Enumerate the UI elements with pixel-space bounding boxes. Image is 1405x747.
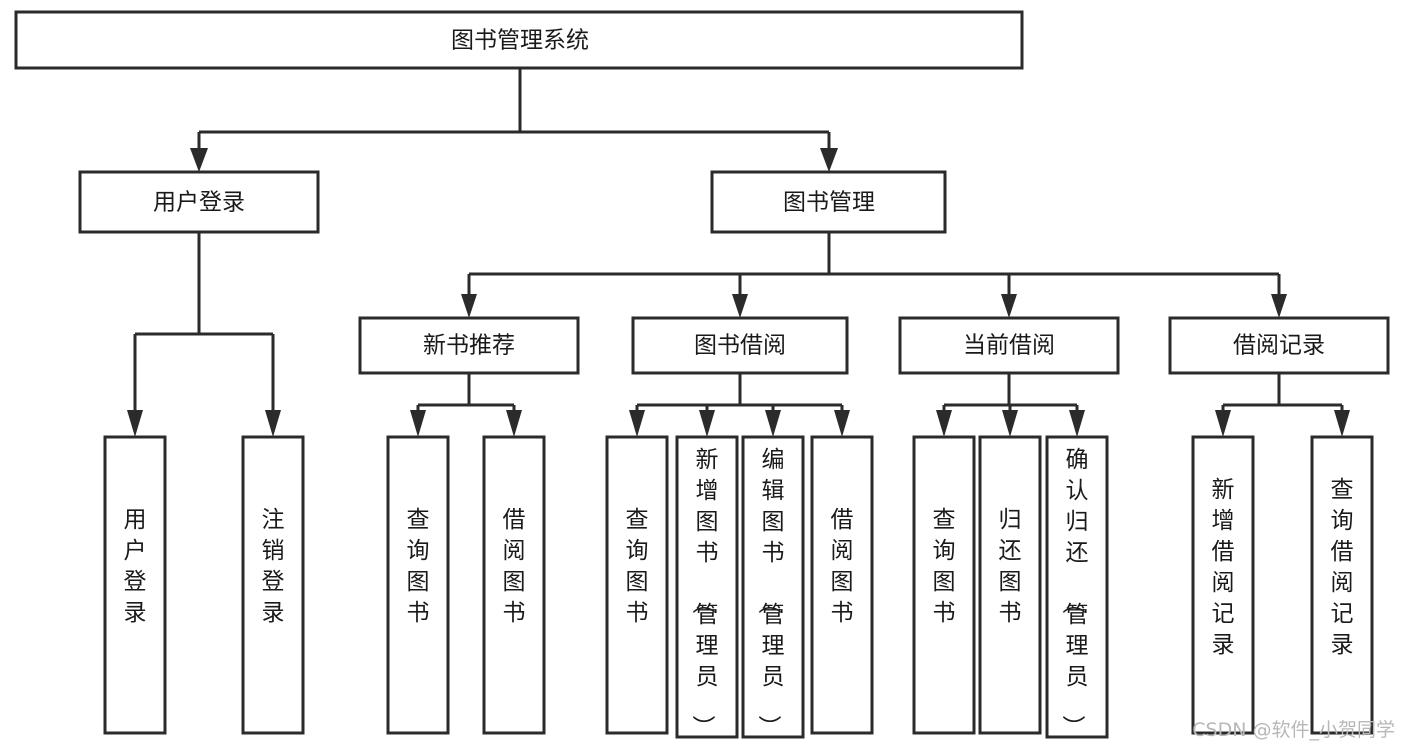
arrow-current-leaf-3 xyxy=(1069,410,1085,437)
leaf-borrow-record-2[interactable]: 查询借阅记录 xyxy=(1310,435,1374,735)
node-new-book-recommend-label: 新书推荐 xyxy=(423,333,515,359)
arrow-borrow-leaf-2 xyxy=(699,410,715,437)
leaf-book-borrow-2-box[interactable] xyxy=(675,435,739,739)
leaf-book-borrow-2-label: 新增图书（管理员） xyxy=(690,447,719,738)
node-root[interactable]: 图书管理系统 xyxy=(14,10,1024,70)
leaf-user-login-2-label: 注销登录 xyxy=(262,507,285,626)
leaf-borrow-record-2-box[interactable] xyxy=(1310,435,1374,735)
node-book-management-label: 图书管理 xyxy=(783,190,875,216)
leaf-book-borrow-3[interactable]: 编辑图书（管理员） xyxy=(741,435,805,739)
leaf-current-borrow-3-label: 确认归还（管理员） xyxy=(1060,447,1089,738)
leaf-book-borrow-4[interactable]: 借阅图书 xyxy=(810,435,874,735)
node-borrow-record-box[interactable] xyxy=(1168,316,1390,375)
leaf-current-borrow-3-box[interactable] xyxy=(1045,435,1109,739)
arrow-user-leaf-1 xyxy=(127,410,143,437)
leaf-current-borrow-2[interactable]: 归还图书 xyxy=(978,435,1042,735)
node-book-management[interactable]: 图书管理 xyxy=(710,170,947,234)
leaf-user-login-1[interactable]: 用户登录 xyxy=(103,435,167,735)
node-current-borrow[interactable]: 当前借阅 xyxy=(898,316,1120,375)
leaf-borrow-record-1-label: 新增借阅记录 xyxy=(1212,477,1235,658)
leaf-user-login-2-box[interactable] xyxy=(241,435,305,735)
leaf-current-borrow-2-box[interactable] xyxy=(978,435,1042,735)
leaf-book-borrow-1[interactable]: 查询图书 xyxy=(605,435,669,735)
arrow-book-to-current xyxy=(1001,294,1017,318)
arrow-borrow-leaf-1 xyxy=(629,410,645,437)
leaf-current-borrow-1-label: 查询图书 xyxy=(933,507,956,626)
leaf-new-book-1-label: 查询图书 xyxy=(407,507,430,626)
csdn-watermark: CSDN @软件_小贺同学 xyxy=(1192,719,1395,741)
connector-group xyxy=(127,68,1350,437)
leaf-current-borrow-1-box[interactable] xyxy=(912,435,976,735)
leaf-new-book-1-box[interactable] xyxy=(386,435,450,735)
arrow-root-to-user xyxy=(190,148,208,172)
leaf-current-borrow-3[interactable]: 确认归还（管理员） xyxy=(1045,435,1109,739)
arrow-user-leaf-2 xyxy=(265,410,281,437)
leaf-user-login-1-box[interactable] xyxy=(103,435,167,735)
node-book-borrow-label: 图书借阅 xyxy=(694,333,786,359)
arrow-record-leaf-1 xyxy=(1215,410,1231,437)
leaf-book-borrow-1-label: 查询图书 xyxy=(626,507,649,626)
arrow-book-to-borrow xyxy=(732,294,748,318)
leaf-user-login-2[interactable]: 注销登录 xyxy=(241,435,305,735)
leaf-current-borrow-2-label: 归还图书 xyxy=(999,507,1022,626)
node-book-management-box[interactable] xyxy=(710,170,947,234)
node-user-login[interactable]: 用户登录 xyxy=(78,170,320,234)
arrow-borrow-leaf-4 xyxy=(834,410,850,437)
arrow-current-leaf-2 xyxy=(1002,410,1018,437)
node-root-box[interactable] xyxy=(14,10,1024,70)
node-root-label: 图书管理系统 xyxy=(451,28,589,54)
arrow-current-leaf-1 xyxy=(936,410,952,437)
node-book-borrow-box[interactable] xyxy=(631,316,849,375)
node-book-borrow[interactable]: 图书借阅 xyxy=(631,316,849,375)
arrow-book-to-record xyxy=(1271,294,1287,318)
leaf-borrow-record-1-box[interactable] xyxy=(1191,435,1255,735)
arrow-record-leaf-2 xyxy=(1334,410,1350,437)
leaf-current-borrow-1[interactable]: 查询图书 xyxy=(912,435,976,735)
leaf-book-borrow-2[interactable]: 新增图书（管理员） xyxy=(675,435,739,739)
arrow-book-to-new xyxy=(461,294,477,318)
leaf-borrow-record-1[interactable]: 新增借阅记录 xyxy=(1191,435,1255,735)
arrow-new-leaf-2 xyxy=(506,410,522,437)
node-user-login-box[interactable] xyxy=(78,170,320,234)
leaf-book-borrow-4-label: 借阅图书 xyxy=(831,507,854,626)
leaf-user-login-1-label: 用户登录 xyxy=(124,507,147,626)
arrow-borrow-leaf-3 xyxy=(765,410,781,437)
node-current-borrow-box[interactable] xyxy=(898,316,1120,375)
node-borrow-record-label: 借阅记录 xyxy=(1233,333,1325,359)
arrow-root-to-book xyxy=(820,148,838,172)
leaf-new-book-2-label: 借阅图书 xyxy=(503,507,526,626)
node-current-borrow-label: 当前借阅 xyxy=(963,333,1055,359)
arrow-new-leaf-1 xyxy=(410,410,426,437)
node-new-book-recommend[interactable]: 新书推荐 xyxy=(358,316,580,375)
leaf-borrow-record-2-label: 查询借阅记录 xyxy=(1331,477,1354,658)
leaf-new-book-2[interactable]: 借阅图书 xyxy=(482,435,546,735)
leaf-new-book-1[interactable]: 查询图书 xyxy=(386,435,450,735)
leaf-new-book-2-box[interactable] xyxy=(482,435,546,735)
leaf-book-borrow-4-box[interactable] xyxy=(810,435,874,735)
node-borrow-record[interactable]: 借阅记录 xyxy=(1168,316,1390,375)
leaf-book-borrow-3-box[interactable] xyxy=(741,435,805,739)
node-user-login-label: 用户登录 xyxy=(153,190,245,216)
leaf-book-borrow-1-box[interactable] xyxy=(605,435,669,735)
node-new-book-recommend-box[interactable] xyxy=(358,316,580,375)
leaf-book-borrow-3-label: 编辑图书（管理员） xyxy=(756,447,785,738)
